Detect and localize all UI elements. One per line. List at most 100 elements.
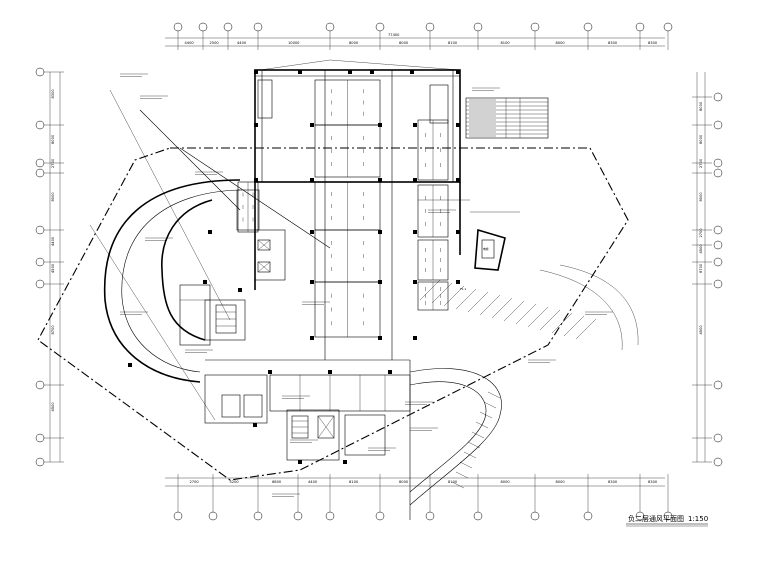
drawing-title: 负二层通风平面图: [628, 514, 684, 523]
dimension-label: 8000: [699, 101, 703, 111]
stair-core-right: 电梯 FS-1: [460, 228, 506, 291]
grid-bubble: [325, 511, 335, 521]
grid-bubble: [713, 257, 723, 267]
drawing-scale: 1:150: [688, 515, 708, 523]
dimension-label: 4500: [699, 244, 703, 254]
grid-bubble: [583, 22, 593, 32]
grid-bubble: [635, 511, 645, 521]
grid-bubble: [35, 158, 45, 168]
curved-ramp-right: [409, 264, 639, 506]
grid-bubble: [375, 22, 385, 32]
dimension-label: 2700: [190, 480, 200, 484]
property-boundary: [37, 147, 629, 481]
grid-bubble: [663, 511, 673, 521]
dimension-label: 2700: [699, 158, 703, 168]
grid-bubble: [35, 457, 45, 467]
grid-bubble: [35, 257, 45, 267]
grid-bubble: [663, 22, 673, 32]
column: [254, 178, 258, 182]
dimension-label: 8000: [51, 192, 55, 202]
dimension-label: 5200: [230, 480, 240, 484]
dimension-label: 4400: [308, 480, 318, 484]
grid-bubble: [713, 158, 723, 168]
dimension-label: 4400: [237, 41, 247, 45]
column: [378, 178, 382, 182]
column: [310, 336, 314, 340]
column: [254, 70, 258, 74]
dimension-label: 8100: [448, 41, 458, 45]
column: [254, 123, 258, 127]
grid-bubble: [713, 380, 723, 390]
column: [456, 280, 460, 284]
grid-bubble: [713, 457, 723, 467]
dimension-label: 8000: [501, 480, 511, 484]
dimension-label: 8000: [699, 192, 703, 202]
lift-label: FS-1: [460, 287, 466, 291]
grid-bubble: [325, 22, 335, 32]
column: [413, 178, 417, 182]
grid-bubble: [35, 225, 45, 235]
dimension-label: 8000: [349, 41, 359, 45]
dimension-label: 8100: [501, 41, 511, 45]
column: [310, 280, 314, 284]
dimension-label: 8000: [399, 41, 409, 45]
dimension-label: 8300: [648, 41, 658, 45]
dimension-label: 4400: [185, 41, 195, 45]
column: [310, 178, 314, 182]
grid-bubble: [713, 120, 723, 130]
column: [378, 123, 382, 127]
grid-bubble: [473, 511, 483, 521]
column: [378, 336, 382, 340]
column: [413, 280, 417, 284]
grid-bubble: [713, 433, 723, 443]
grid-bubble: [35, 168, 45, 178]
column: [456, 230, 460, 234]
dimension-label: 4500: [51, 263, 55, 273]
grid-bubble: [35, 67, 45, 77]
dimension-frame: [49, 37, 706, 487]
dimension-label: 2500: [210, 41, 220, 45]
grid-bubble: [530, 22, 540, 32]
grid-bubble: [425, 511, 435, 521]
ramp-hatch: [419, 279, 597, 489]
column: [410, 70, 414, 74]
duct-runs: [89, 59, 520, 421]
grid-bubble: [35, 120, 45, 130]
grid-bubble: [253, 22, 263, 32]
dimension-label: 2700: [51, 158, 55, 168]
dimension-label: 8300: [51, 89, 55, 99]
elevator-label: 电梯: [483, 247, 489, 251]
column: [253, 423, 257, 427]
dimension-label: 8000: [51, 134, 55, 144]
grid-bubble: [713, 168, 723, 178]
lower-rooms: [204, 359, 411, 520]
drawing-title-block: 负二层通风平面图 1:150: [626, 514, 708, 527]
legend-table: [465, 97, 549, 139]
grid-bubble: [425, 22, 435, 32]
grid-bubble: [583, 511, 593, 521]
column: [456, 70, 460, 74]
dimension-label: 8000: [556, 41, 566, 45]
column: [378, 280, 382, 284]
column: [388, 370, 392, 374]
curved-ramp-left: [103, 179, 241, 383]
dimension-label: 8700: [699, 263, 703, 273]
dimension-label: 10000: [288, 41, 300, 45]
dimension-label: 4500: [51, 402, 55, 412]
column: [208, 230, 212, 234]
dimension-label: 8300: [648, 480, 658, 484]
stair-core-left: [204, 229, 286, 341]
column: [456, 123, 460, 127]
grid-bubble: [473, 22, 483, 32]
grid-bubble: [293, 511, 303, 521]
left-rooms: [179, 79, 449, 346]
dimension-label: 4500: [699, 325, 703, 335]
column: [310, 123, 314, 127]
structural-columns: [128, 70, 460, 464]
column: [238, 288, 242, 292]
grid-bubble: [35, 279, 45, 289]
dimension-label: 2700: [699, 228, 703, 238]
column: [348, 70, 352, 74]
